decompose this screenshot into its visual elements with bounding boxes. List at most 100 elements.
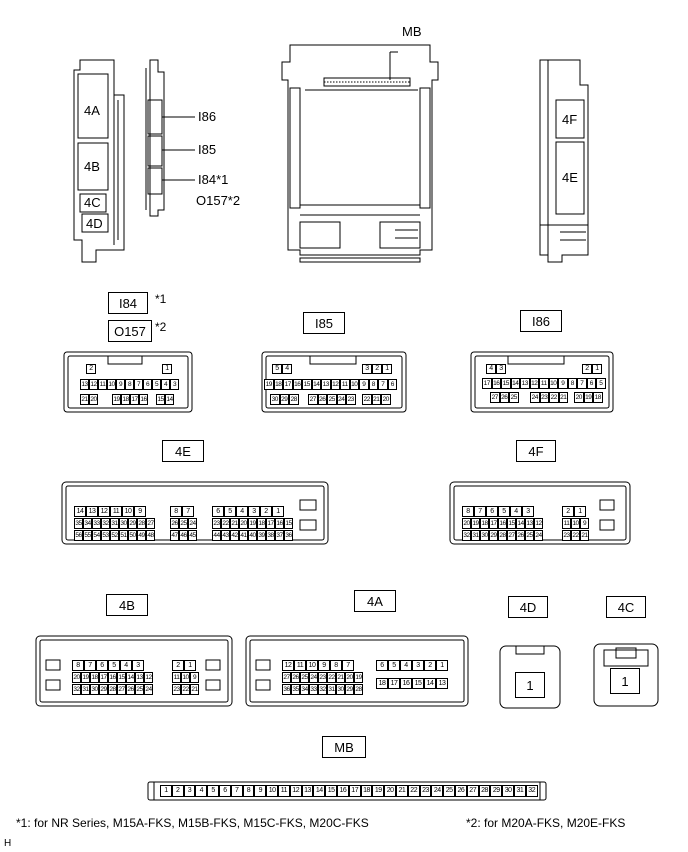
i84-body [63, 351, 193, 413]
c4b-pin-6: 6 [96, 660, 108, 671]
c4a-pin-25: 25 [300, 672, 309, 683]
i86-pin-3: 3 [496, 364, 506, 374]
i86-pin-4: 4 [486, 364, 496, 374]
i84-pin-9: 9 [116, 379, 125, 390]
c4b-pin-23: 23 [172, 684, 181, 695]
c4f-pin-18: 18 [480, 518, 489, 529]
i86-pin-27: 27 [490, 392, 500, 403]
c4a-pin-33: 33 [309, 684, 318, 695]
c4d-body [499, 645, 561, 709]
i86-pin-5: 5 [596, 378, 606, 389]
i84-pin-19: 19 [112, 394, 121, 405]
i85-pin-8: 8 [368, 379, 378, 390]
connector-label-4A: 4A [354, 590, 396, 612]
c4b-pin-28: 28 [108, 684, 117, 695]
i86-pin-2: 2 [582, 364, 592, 374]
i84-pin-15: 15 [156, 394, 165, 405]
c4b-pin-1: 1 [184, 660, 196, 671]
i85-pin-26: 26 [317, 394, 327, 405]
i86-pin-16: 16 [491, 378, 501, 389]
i85-pin-23: 23 [346, 394, 356, 405]
i84-pin-4: 4 [161, 379, 170, 390]
footnote-1: *1: for NR Series, M15A-FKS, M15B-FKS, M… [16, 816, 369, 830]
i86-pin-25: 25 [509, 392, 519, 403]
i84-pin-14: 14 [165, 394, 174, 405]
c4b-pin-31: 31 [81, 684, 90, 695]
c4a-pin-34: 34 [300, 684, 309, 695]
c4e-pin-11: 11 [110, 506, 122, 517]
mb-pin-26: 26 [455, 785, 467, 797]
c4b-pin-10: 10 [181, 672, 190, 683]
c4a-pin-19: 19 [354, 672, 363, 683]
i85-pin-13: 13 [321, 379, 331, 390]
c4e-pin-6: 6 [212, 506, 224, 517]
c4e-pin-55: 55 [83, 530, 92, 541]
mb-pin-1: 1 [160, 785, 172, 797]
mb-pin-7: 7 [230, 785, 243, 797]
c4e-pin-15: 15 [284, 518, 293, 529]
c4f-pin-4: 4 [510, 506, 522, 517]
c4b-pin-26: 26 [126, 684, 135, 695]
mb-pin-30: 30 [502, 785, 514, 797]
c4a-pin-13: 13 [436, 678, 448, 689]
i84-pin-7: 7 [134, 379, 143, 390]
c4b-pin-4: 4 [120, 660, 132, 671]
c4e-pin-19: 19 [248, 518, 257, 529]
label-4B: 4B [84, 159, 100, 174]
c4b-pin-9: 9 [190, 672, 199, 683]
c4b-pin-30: 30 [90, 684, 99, 695]
c4f-pin-9: 9 [580, 518, 589, 529]
footnote-2: *2: for M20A-FKS, M20E-FKS [466, 816, 626, 830]
i85-pin-7: 7 [378, 379, 388, 390]
c4c-body [593, 643, 659, 707]
i86-pin-14: 14 [510, 378, 520, 389]
i85-pin-25: 25 [327, 394, 337, 405]
mb-pin-25: 25 [443, 785, 455, 797]
i86-pin-15: 15 [501, 378, 511, 389]
i85-pin-5: 5 [272, 364, 282, 374]
c4b-pin-18: 18 [90, 672, 99, 683]
c4b-pin-20: 20 [72, 672, 81, 683]
c4b-body [35, 635, 233, 707]
c4e-pin-2: 2 [260, 506, 272, 517]
i86-pin-20: 20 [574, 392, 584, 403]
c4f-pin-13: 13 [525, 518, 534, 529]
c4e-pin-25: 25 [179, 518, 188, 529]
c4a-pin-32: 32 [318, 684, 327, 695]
i85-pin-2: 2 [372, 364, 382, 374]
c4e-pin-5: 5 [224, 506, 236, 517]
i84-pin-20: 20 [89, 394, 98, 405]
mb-pin-15: 15 [325, 785, 337, 797]
c4f-pin-2: 2 [562, 506, 574, 517]
c4a-pin-21: 21 [336, 672, 345, 683]
label-i86-callout: I86 [198, 109, 217, 124]
c4f-pin-29: 29 [489, 530, 498, 541]
i85-pin-3: 3 [362, 364, 372, 374]
i84-pin-8: 8 [125, 379, 134, 390]
c4b-pin-29: 29 [99, 684, 108, 695]
label-i85-callout: I85 [198, 142, 217, 157]
note-o157: *2 [155, 320, 167, 334]
c4e-pin-35: 35 [74, 518, 83, 529]
c4a-pin-6: 6 [376, 660, 388, 671]
c4b-pin-2: 2 [172, 660, 184, 671]
i86-pin-13: 13 [520, 378, 530, 389]
mb-pin-13: 13 [301, 785, 314, 797]
i84-pin-5: 5 [152, 379, 161, 390]
i85-pin-29: 29 [279, 394, 289, 405]
mb-pin-4: 4 [195, 785, 208, 797]
mb-pin-10: 10 [266, 785, 278, 797]
c4e-pin-29: 29 [128, 518, 137, 529]
c4b-pin-16: 16 [108, 672, 117, 683]
mb-pin-21: 21 [396, 785, 408, 797]
c4e-pin-28: 28 [137, 518, 146, 529]
label-4F: 4F [562, 112, 578, 127]
c4f-pin-12: 12 [534, 518, 543, 529]
c4f-pin-23: 23 [562, 530, 571, 541]
corner-mark: H [4, 838, 12, 849]
c4a-pin-22: 22 [327, 672, 336, 683]
connector-label-i84: I84 [108, 292, 148, 314]
i86-pin-10: 10 [548, 378, 558, 389]
i85-pin-14: 14 [311, 379, 321, 390]
i85-pin-16: 16 [292, 379, 302, 390]
